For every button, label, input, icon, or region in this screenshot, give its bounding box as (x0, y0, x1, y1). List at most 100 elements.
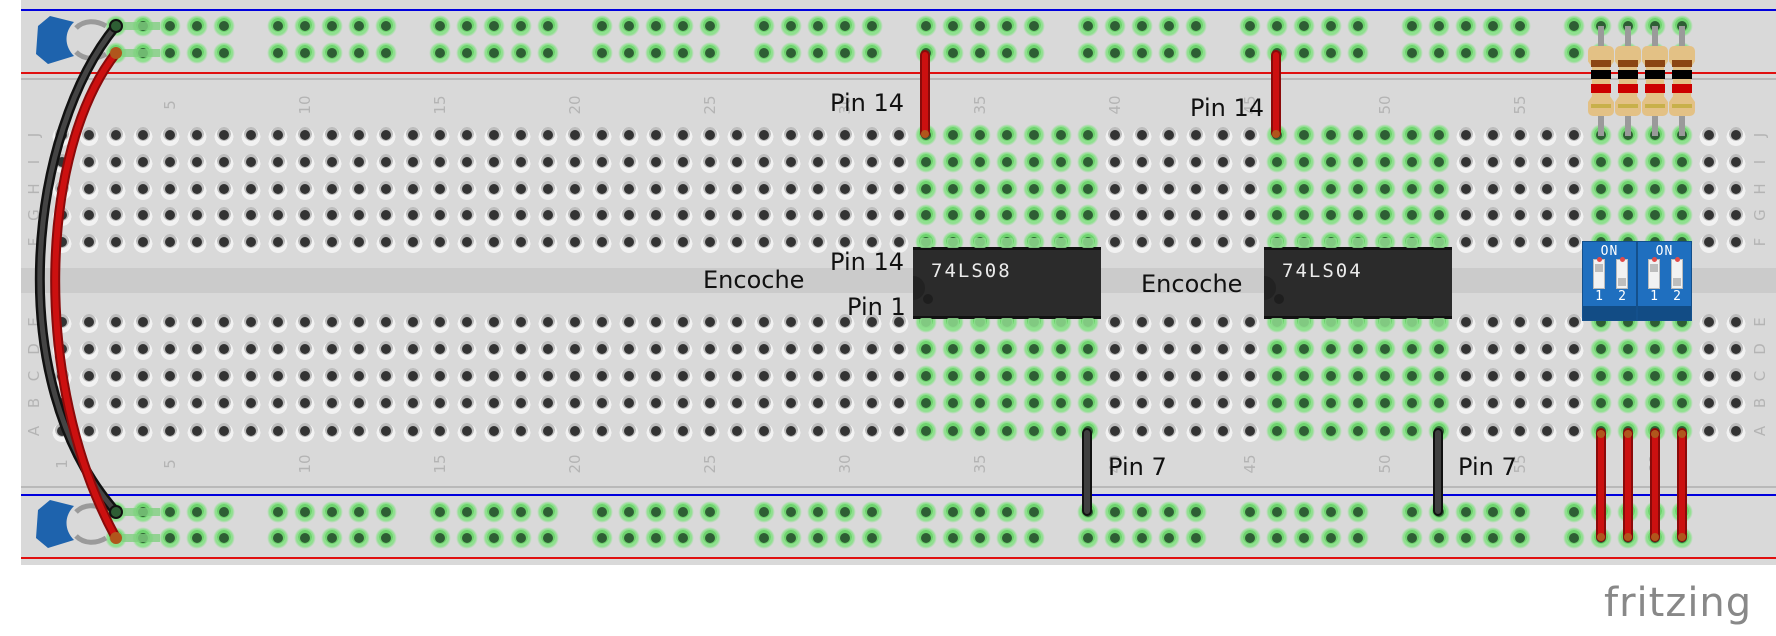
hole-H15[interactable] (429, 178, 451, 200)
hole-J19[interactable] (537, 124, 559, 146)
rail-hole[interactable] (645, 501, 667, 523)
hole-E11[interactable] (321, 311, 343, 333)
rail-hole[interactable] (969, 42, 991, 64)
hole-F19[interactable] (537, 231, 559, 253)
hole-C14[interactable] (402, 365, 424, 387)
rail-hole[interactable] (1455, 501, 1477, 523)
wire-switch-4[interactable] (1677, 428, 1687, 542)
hole-A11[interactable] (321, 420, 343, 442)
hole-F57[interactable] (1563, 231, 1585, 253)
hole-H16[interactable] (456, 178, 478, 200)
rail-hole[interactable] (807, 527, 829, 549)
hole-A23[interactable] (645, 420, 667, 442)
hole-H49[interactable] (1347, 178, 1369, 200)
hole-F12[interactable] (348, 231, 370, 253)
hole-H60[interactable] (1644, 178, 1666, 200)
hole-A25[interactable] (699, 420, 721, 442)
rail-hole[interactable] (348, 501, 370, 523)
hole-F15[interactable] (429, 231, 451, 253)
hole-I23[interactable] (645, 151, 667, 173)
hole-D32[interactable] (888, 338, 910, 360)
hole-F30[interactable] (834, 231, 856, 253)
hole-H36[interactable] (996, 178, 1018, 200)
hole-H11[interactable] (321, 178, 343, 200)
hole-B10[interactable] (294, 392, 316, 414)
rail-hole[interactable] (969, 501, 991, 523)
rail-hole[interactable] (1293, 501, 1315, 523)
hole-D56[interactable] (1536, 338, 1558, 360)
hole-I55[interactable] (1509, 151, 1531, 173)
hole-I34[interactable] (942, 151, 964, 173)
hole-D14[interactable] (402, 338, 424, 360)
hole-H27[interactable] (753, 178, 775, 200)
hole-B24[interactable] (672, 392, 694, 414)
hole-G50[interactable] (1374, 204, 1396, 226)
hole-J5[interactable] (159, 124, 181, 146)
hole-D45[interactable] (1239, 338, 1261, 360)
hole-E20[interactable] (564, 311, 586, 333)
rail-hole[interactable] (915, 527, 937, 549)
hole-A29[interactable] (807, 420, 829, 442)
hole-C45[interactable] (1239, 365, 1261, 387)
rail-hole[interactable] (1023, 15, 1045, 37)
hole-F55[interactable] (1509, 231, 1531, 253)
hole-I57[interactable] (1563, 151, 1585, 173)
dip-switch-1[interactable]: ON 1 2 (1582, 241, 1637, 321)
hole-J4[interactable] (132, 124, 154, 146)
hole-C29[interactable] (807, 365, 829, 387)
hole-D4[interactable] (132, 338, 154, 360)
rail-hole[interactable] (294, 527, 316, 549)
hole-D3[interactable] (105, 338, 127, 360)
hole-I48[interactable] (1320, 151, 1342, 173)
hole-C21[interactable] (591, 365, 613, 387)
rail-hole[interactable] (618, 501, 640, 523)
rail-hole[interactable] (1158, 501, 1180, 523)
rail-hole[interactable] (456, 527, 478, 549)
hole-B19[interactable] (537, 392, 559, 414)
hole-G40[interactable] (1104, 204, 1126, 226)
rail-hole[interactable] (1104, 42, 1126, 64)
hole-H42[interactable] (1158, 178, 1180, 200)
hole-G59[interactable] (1617, 204, 1639, 226)
hole-A9[interactable] (267, 420, 289, 442)
hole-I26[interactable] (726, 151, 748, 173)
rail-hole[interactable] (375, 527, 397, 549)
hole-J57[interactable] (1563, 124, 1585, 146)
hole-H28[interactable] (780, 178, 802, 200)
rail-hole[interactable] (753, 15, 775, 37)
wire-switch-3[interactable] (1650, 428, 1660, 542)
hole-I36[interactable] (996, 151, 1018, 173)
hole-G41[interactable] (1131, 204, 1153, 226)
rail-hole[interactable] (1320, 501, 1342, 523)
hole-B34[interactable] (942, 392, 964, 414)
hole-E22[interactable] (618, 311, 640, 333)
rail-hole[interactable] (1428, 42, 1450, 64)
hole-C8[interactable] (240, 365, 262, 387)
hole-D30[interactable] (834, 338, 856, 360)
hole-G57[interactable] (1563, 204, 1585, 226)
rail-hole[interactable] (645, 527, 667, 549)
hole-D41[interactable] (1131, 338, 1153, 360)
hole-F63[interactable] (1725, 231, 1747, 253)
rail-hole[interactable] (213, 15, 235, 37)
hole-G34[interactable] (942, 204, 964, 226)
hole-G63[interactable] (1725, 204, 1747, 226)
rail-hole[interactable] (861, 15, 883, 37)
hole-B50[interactable] (1374, 392, 1396, 414)
hole-B32[interactable] (888, 392, 910, 414)
hole-F9[interactable] (267, 231, 289, 253)
hole-I19[interactable] (537, 151, 559, 173)
hole-B36[interactable] (996, 392, 1018, 414)
rail-hole[interactable] (1428, 15, 1450, 37)
rail-hole[interactable] (375, 501, 397, 523)
hole-A50[interactable] (1374, 420, 1396, 442)
hole-E19[interactable] (537, 311, 559, 333)
hole-G38[interactable] (1050, 204, 1072, 226)
rail-hole[interactable] (348, 527, 370, 549)
hole-A55[interactable] (1509, 420, 1531, 442)
hole-A6[interactable] (186, 420, 208, 442)
dip-toggle-2[interactable] (1616, 257, 1628, 289)
rail-hole[interactable] (618, 527, 640, 549)
rail-hole[interactable] (618, 15, 640, 37)
rail-hole[interactable] (1347, 15, 1369, 37)
